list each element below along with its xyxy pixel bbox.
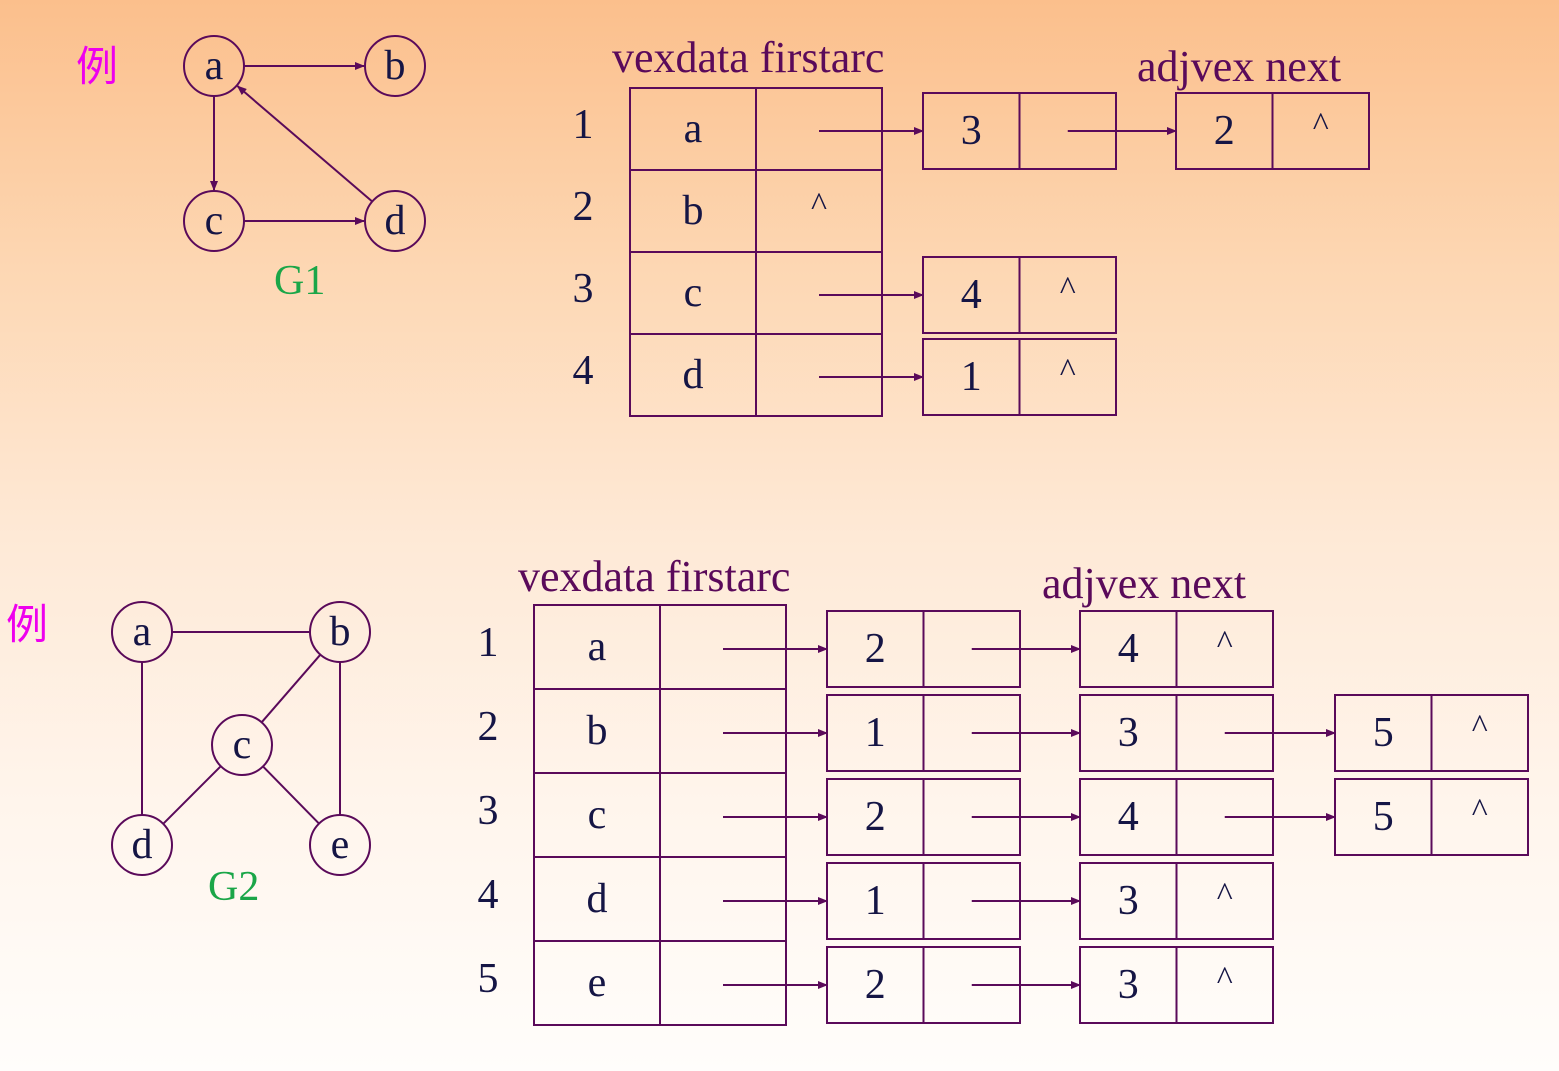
g1-edge-d-a: [236, 85, 373, 203]
g2-adjvex-cell: 5: [1373, 710, 1394, 756]
g2-node-a: [111, 601, 173, 663]
g2-vexdata-cell: b: [587, 708, 608, 754]
g2-node-c: [211, 714, 273, 776]
g2-header-arc: adjvex next: [1042, 559, 1247, 608]
g2-row-index: 3: [478, 788, 499, 834]
g1-adjvex-cell: 3: [961, 108, 982, 154]
g2-edge-c-e: [262, 765, 320, 825]
g1-next-null: ^: [1313, 107, 1329, 144]
g2-node-label-a: a: [133, 609, 152, 655]
g1-row-index: 4: [573, 348, 594, 394]
g1-node-a: [183, 35, 245, 97]
g2-graph-label: G2: [208, 864, 260, 910]
g2-row-index: 4: [478, 872, 499, 918]
g1-header-arc: adjvex next: [1137, 42, 1342, 91]
g2-node-label-e: e: [331, 822, 350, 868]
g2-adjvex-cell: 5: [1373, 794, 1394, 840]
g2-row-index: 1: [478, 620, 499, 666]
g2-header-vertex: vexdata firstarc: [518, 552, 791, 601]
g1-row-index: 1: [573, 102, 594, 148]
g2-vexdata-cell: a: [588, 624, 607, 670]
g1-adjvex-cell: 2: [1214, 108, 1235, 154]
g2-adjvex-cell: 2: [865, 626, 886, 672]
g1-node-label-a: a: [205, 43, 224, 89]
g2-adjvex-cell: 3: [1118, 878, 1139, 924]
g1-adjvex-cell: 4: [961, 272, 982, 318]
g2-node-d: [111, 814, 173, 876]
g1-example-label: 例: [76, 42, 119, 91]
g2-edge-b-c: [260, 654, 322, 723]
g2-node-e: [309, 814, 371, 876]
g2-row-index: 5: [478, 956, 499, 1002]
g2-adjvex-cell: 2: [865, 962, 886, 1008]
g1-header-vertex: vexdata firstarc: [612, 33, 885, 82]
g2-adjvex-cell: 4: [1118, 626, 1139, 672]
g2-next-null: ^: [1217, 961, 1233, 998]
g2-adjvex-cell: 1: [865, 878, 886, 924]
g1-row-index: 2: [573, 184, 594, 230]
g2-edge-c-d: [162, 765, 222, 825]
g1-vexdata-cell: c: [684, 270, 703, 316]
g2-adjvex-cell: 1: [865, 710, 886, 756]
g1-vexdata-cell: b: [683, 188, 704, 234]
g2-adjvex-cell: 3: [1118, 962, 1139, 1008]
g1-next-null: ^: [1060, 271, 1076, 308]
g1-node-c: [183, 190, 245, 252]
g2-vexdata-cell: e: [588, 960, 607, 1006]
g1-node-label-b: b: [385, 43, 406, 89]
g2-next-null: ^: [1472, 793, 1488, 830]
g1-adjvex-cell: 1: [961, 354, 982, 400]
g1-vexdata-cell: a: [684, 106, 703, 152]
g1-graph-label: G1: [274, 258, 326, 304]
g1-vexdata-cell: d: [683, 352, 704, 398]
g2-node-label-b: b: [330, 609, 351, 655]
g2-adjvex-cell: 3: [1118, 710, 1139, 756]
g2-next-null: ^: [1472, 709, 1488, 746]
g2-node-label-d: d: [132, 822, 153, 868]
g2-adjvex-cell: 2: [865, 794, 886, 840]
g1-row-index: 3: [573, 266, 594, 312]
g1-firstarc-null: ^: [811, 187, 827, 224]
g2-vexdata-cell: c: [588, 792, 607, 838]
g2-next-null: ^: [1217, 877, 1233, 914]
g1-next-null: ^: [1060, 353, 1076, 390]
g2-node-label-c: c: [233, 722, 252, 768]
g2-adjvex-cell: 4: [1118, 794, 1139, 840]
g1-node-d: [364, 190, 426, 252]
g2-example-label: 例: [6, 600, 49, 649]
g2-node-b: [309, 601, 371, 663]
g1-node-label-d: d: [385, 198, 406, 244]
g2-next-null: ^: [1217, 625, 1233, 662]
g2-vexdata-cell: d: [587, 876, 608, 922]
g2-row-index: 2: [478, 704, 499, 750]
g1-node-label-c: c: [205, 198, 224, 244]
g1-node-b: [364, 35, 426, 97]
